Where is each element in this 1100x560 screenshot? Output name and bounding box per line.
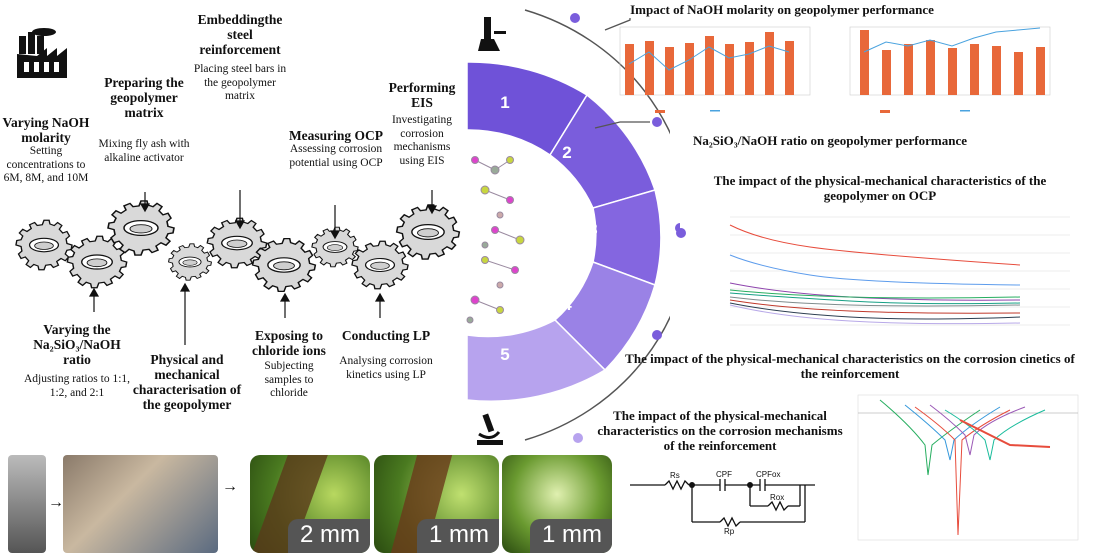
step-performing-eis: Performing EIS Investigating corrosion m… [380,80,464,168]
fan-number: 3 [588,220,597,239]
fan-segments [466,61,662,403]
scale-label: 1 mm [417,519,499,553]
circuit-label: Rs [670,471,680,480]
step-desc: Adjusting ratios to 1:1, 1:2, and 2:1 [23,373,131,399]
step-desc: Analysing corrosion kinetics using LP [339,355,433,381]
gear-icon [351,240,409,290]
step-varying-ratio: Varying the Na₂SiO₃/NaOH ratio Adjusting… [18,322,136,400]
step-title: Varying the Na₂SiO₃/NaOH ratio [33,322,121,367]
step-exposing: Exposing to chloride ions Subjecting sam… [246,328,332,401]
circuit-label: CPF [716,470,732,479]
step-title: Preparing the geopolymer matrix [104,75,184,120]
thumb-chart-bars-2 [849,26,1051,113]
connector-dot [676,228,686,238]
equivalent-circuit: Rs CPF CPFox Rox Rp [630,470,815,536]
photo-micro-2: 1 mm [374,455,499,553]
arrow-icon: → [48,494,64,511]
circuit-label: Rp [724,527,735,536]
gear-icon [66,235,128,289]
thumb-chart-bars-1 [619,26,811,113]
result-title-4: The impact of the physical-mechanical ch… [625,351,1075,381]
fan-number: 1 [500,93,509,112]
gear-icon [395,204,461,260]
photo-micro-1: 2 mm [250,455,370,553]
step-varying-naoh: Varying NaOH molarity Setting concentrat… [0,115,92,186]
arrow-icon: → [222,478,238,495]
fan-number: 2 [562,143,571,162]
scale-label: 1 mm [530,519,612,553]
fan-segment-5 [466,319,607,403]
circuit-label: Rox [770,493,784,502]
result-title-3: The impact of the physical-mechanical ch… [713,173,1047,203]
step-title: Embeddingthe steel reinforcement [197,12,283,57]
step-measuring-ocp: Measuring OCP Assessing corrosion potent… [280,128,392,170]
step-title: Performing EIS [388,80,456,110]
step-desc: Setting concentrations to 6M, 8M, and 10… [3,145,89,184]
connectors [570,13,680,443]
step-title: Exposing to chloride ions [252,328,326,358]
result-title-1: Impact of NaOH molarity on geopolymer pe… [630,2,934,17]
photo-lab-setup [63,455,218,553]
step-title: Physical and mechanical characterisation… [132,352,242,412]
step-conducting-lp: Conducting LP Analysing corrosion kineti… [330,328,442,382]
step-desc: Assessing corrosion potential using OCP [289,143,383,169]
scale-label: 2 mm [288,519,370,553]
step-embedding: Embeddingthe steel reinforcement Placing… [190,12,290,104]
step-title: Measuring OCP [288,128,384,143]
step-physical: Physical and mechanical characterisation… [126,352,248,412]
fan-number: 4 [562,295,572,314]
flask-icon [478,17,506,51]
connector-arc [524,9,670,441]
gear-icon [15,219,73,271]
gear-icon [107,200,175,256]
fan-diagram: 1 2 3 4 5 [466,9,670,441]
fan-number: 5 [500,345,509,364]
step-desc: Mixing fly ash with alkaline activator [98,138,190,164]
photo-micro-3: 1 mm [502,455,612,553]
step-title: Conducting LP [341,328,431,343]
photo-sample [8,455,46,553]
thumb-chart-ocp [729,216,1070,326]
step-title: Varying NaOH molarity [2,115,90,145]
result-title-5: The impact of the physical-mechanical ch… [597,408,843,453]
circuit-label: CPFox [756,470,780,479]
molecule-illustration [466,156,525,324]
step-desc: Placing steel bars in the geopolymer mat… [193,63,287,102]
thumb-chart-lp [857,394,1079,541]
microscope-icon [477,413,503,445]
factory-icon [17,28,67,78]
gear-icon [168,243,212,281]
result-title-2: Na₂SiO₃/NaOH ratio on geopolymer perform… [692,133,967,148]
step-desc: Subjecting samples to chloride [264,360,314,399]
step-desc: Investigating corrosion mechanisms using… [391,114,453,167]
step-preparing: Preparing the geopolymer matrix Mixing f… [92,75,196,165]
